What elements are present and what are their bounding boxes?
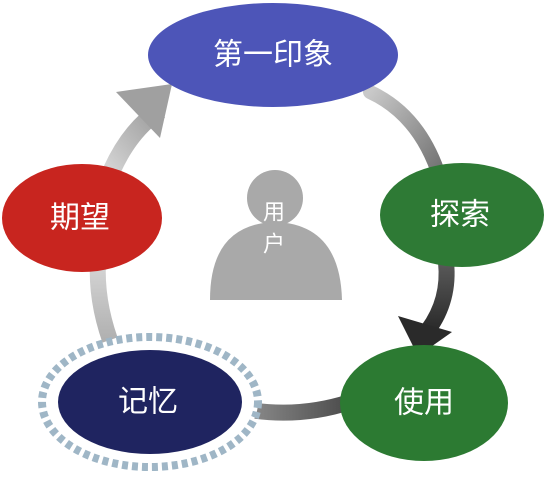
node-explore-ellipse	[380, 163, 544, 267]
node-memory-ellipse	[58, 350, 242, 454]
user-body	[210, 222, 342, 300]
node-explore: 探索	[380, 163, 544, 267]
user-icon: 用 户	[210, 170, 342, 300]
arrow-head-to-impression-icon	[116, 84, 172, 138]
node-expectation-label: 期望	[50, 201, 110, 236]
node-expectation: 期望	[2, 164, 162, 272]
node-use-ellipse	[340, 345, 508, 461]
arc-impression-to-explore	[363, 85, 447, 185]
node-first-impression-ellipse	[148, 3, 398, 107]
arc-use-to-memory	[248, 394, 353, 421]
node-first-impression-label: 第一印象	[213, 38, 333, 73]
arc-memory-to-expectation	[89, 261, 118, 343]
node-memory-label: 记忆	[118, 385, 178, 420]
node-explore-label: 探索	[430, 198, 490, 233]
arrow-head-to-use-icon	[398, 316, 452, 356]
node-use-label: 使用	[394, 386, 454, 421]
user-head	[247, 170, 303, 226]
node-use: 使用	[340, 345, 508, 461]
user-label-line1: 用	[263, 201, 285, 226]
node-memory: 记忆	[38, 333, 262, 471]
user-label-line2: 户	[263, 233, 285, 258]
node-first-impression: 第一印象	[148, 3, 398, 107]
arc-explore-to-use	[421, 261, 455, 335]
node-expectation-ellipse	[2, 164, 162, 272]
